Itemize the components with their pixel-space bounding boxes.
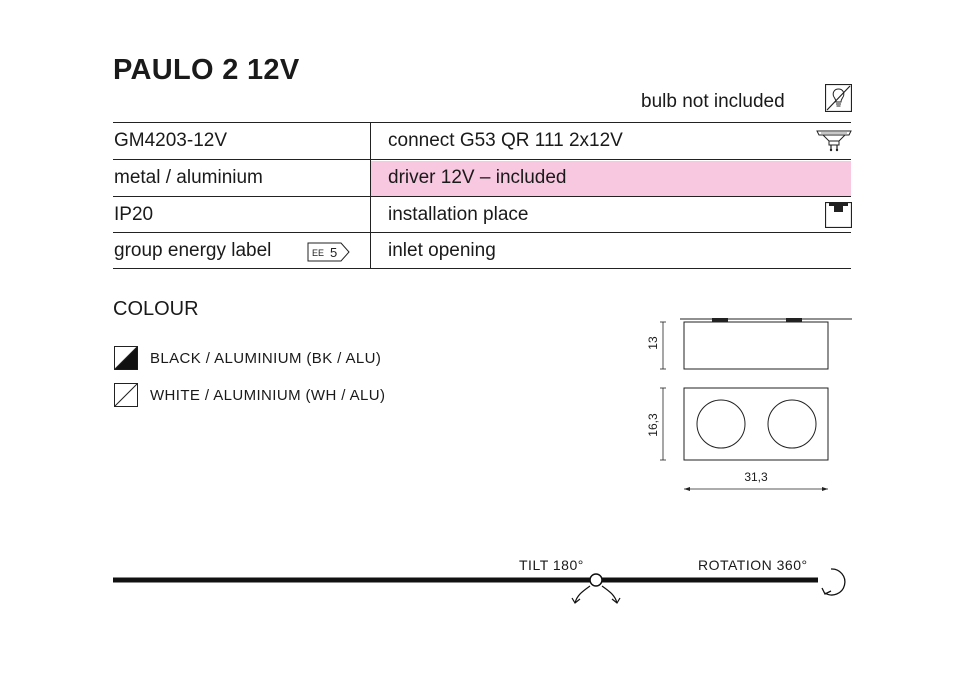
- width-dimension-label: 31,3: [744, 470, 768, 484]
- connection-spec: connect G53 QR 111 2x12V: [388, 130, 623, 151]
- table-bottom-rule: [113, 268, 851, 269]
- dimension-drawing: [640, 312, 855, 502]
- model-code: GM4203-12V: [114, 130, 228, 151]
- g53-bulb-icon: [815, 128, 853, 157]
- colour-option-white: WHITE / ALUMINIUM (WH / ALU): [150, 387, 386, 404]
- material-spec: metal / aluminium: [114, 167, 263, 188]
- driver-spec: driver 12V – included: [388, 167, 567, 188]
- white-swatch-icon: [114, 383, 138, 412]
- depth-dimension-label: 16,3: [646, 413, 660, 437]
- table-row-divider: [113, 159, 851, 160]
- black-swatch-icon: [114, 346, 138, 375]
- energy-label-text: group energy label: [114, 240, 272, 261]
- highlight-cell-driver: [371, 161, 851, 197]
- svg-text:5: 5: [330, 245, 337, 260]
- table-top-rule: [113, 122, 851, 123]
- ceiling-mount-icon: [824, 201, 853, 233]
- tilt-label: TILT 180°: [519, 557, 584, 573]
- table-row-divider: [113, 232, 851, 233]
- adjustment-bar: [113, 565, 858, 615]
- ip-rating: IP20: [114, 204, 154, 225]
- colour-option-black: BLACK / ALUMINIUM (BK / ALU): [150, 350, 382, 367]
- bulb-not-included-text: bulb not included: [641, 91, 785, 112]
- bulb-crossed-icon: [824, 83, 853, 117]
- height-dimension-label: 13: [646, 336, 660, 350]
- inlet-opening-label: inlet opening: [388, 240, 496, 261]
- energy-class-badge: EE 5: [307, 242, 351, 267]
- table-row-divider: [113, 196, 851, 197]
- colour-heading: COLOUR: [113, 298, 199, 320]
- product-title: PAULO 2 12V: [113, 54, 300, 86]
- svg-text:EE: EE: [312, 248, 324, 258]
- installation-place-label: installation place: [388, 204, 529, 225]
- rotation-label: ROTATION 360°: [698, 557, 808, 573]
- table-column-divider: [370, 122, 371, 269]
